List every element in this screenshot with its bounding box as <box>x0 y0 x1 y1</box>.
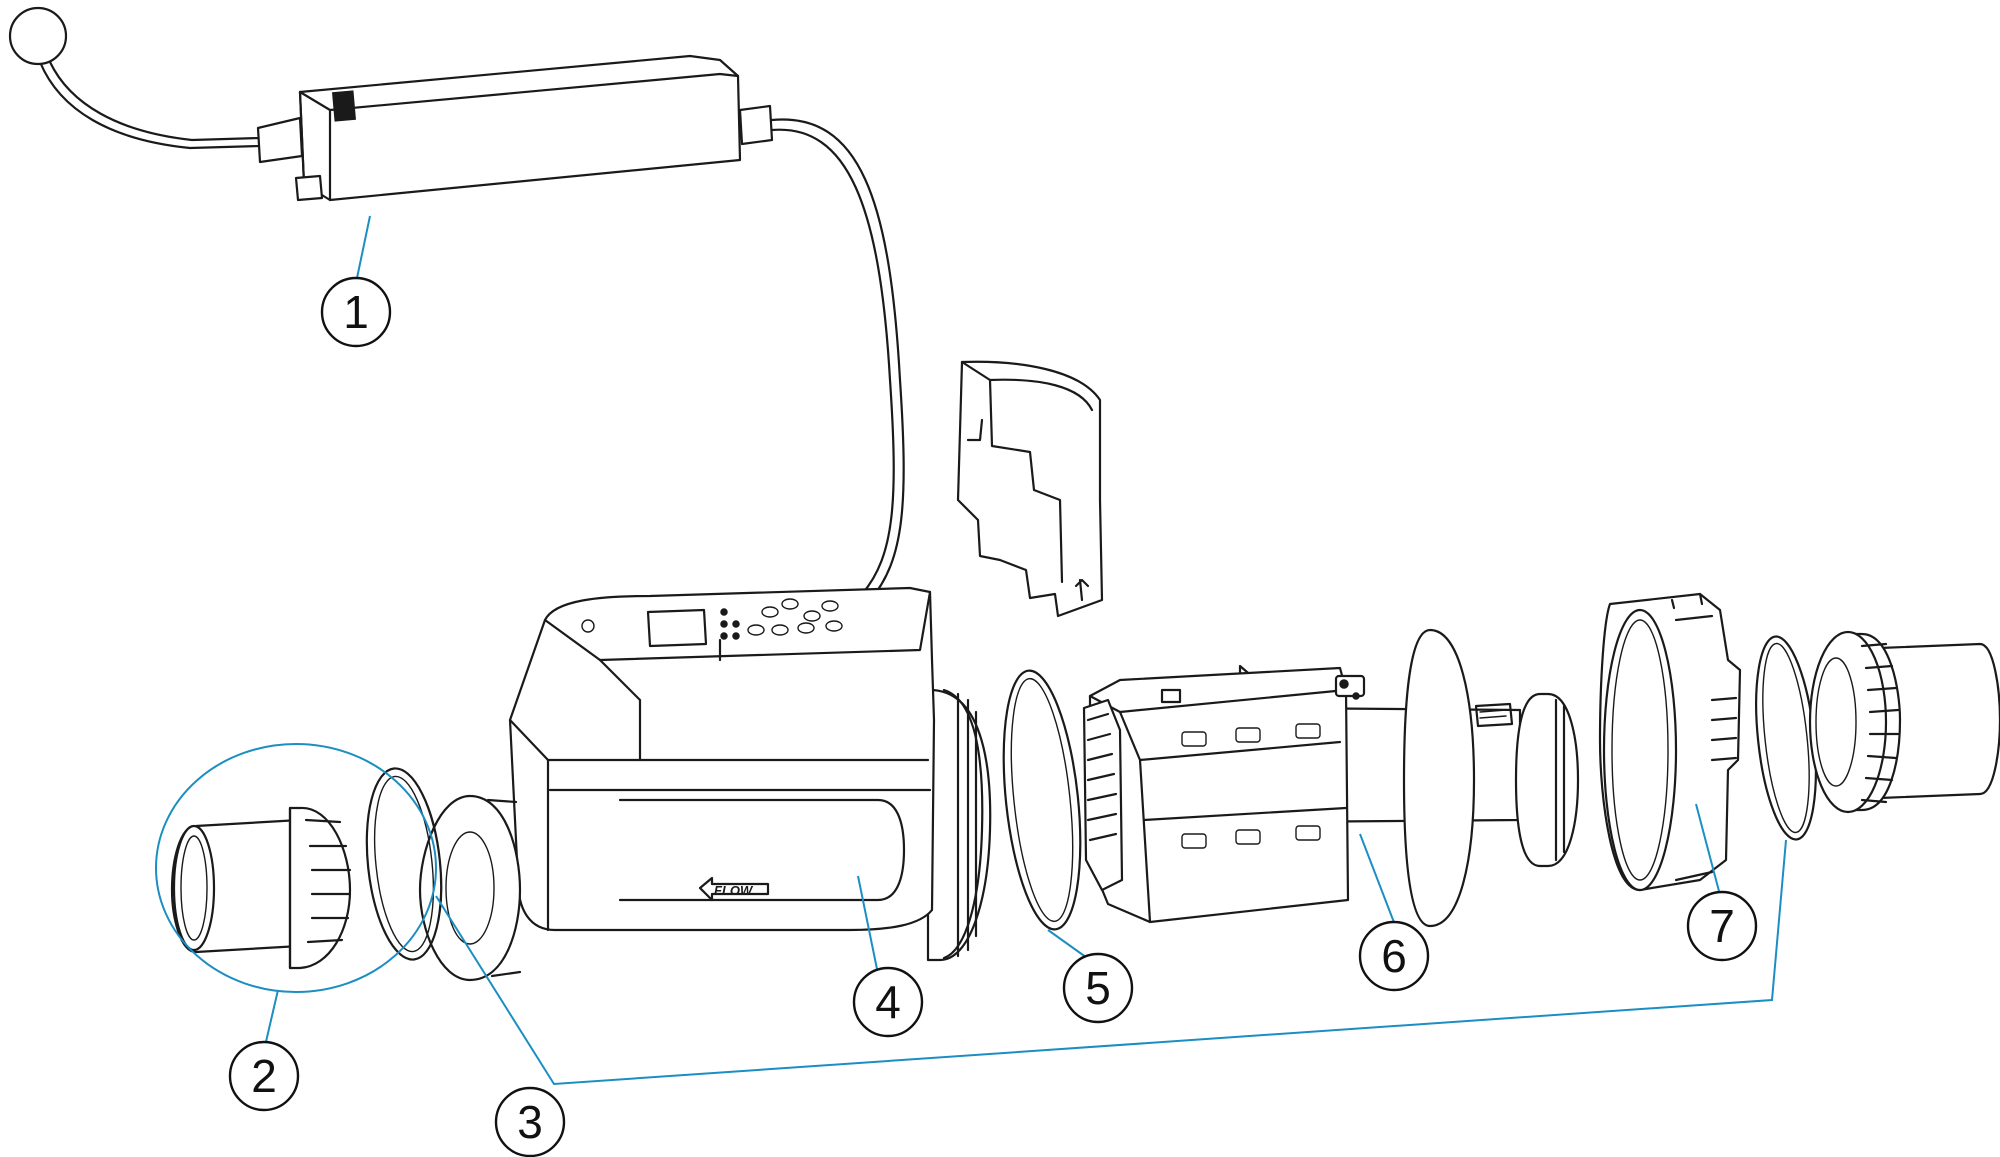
callout-3: 3 <box>494 1086 566 1157</box>
power-supply-part <box>8 6 905 602</box>
callout-4: 4 <box>852 966 924 1038</box>
union-fitting-left <box>170 806 352 970</box>
callout-number: 3 <box>517 1096 543 1148</box>
callout-circle <box>1358 920 1430 992</box>
callout-circle <box>852 966 924 1038</box>
union-nut-part-7 <box>1598 592 1742 892</box>
group-outline-part-2 <box>155 743 437 993</box>
leader-2 <box>264 989 279 1047</box>
leader-4 <box>857 875 879 975</box>
callout-7: 7 <box>1686 890 1758 962</box>
callout-5: 5 <box>1062 952 1134 1024</box>
leader-3 <box>435 839 1787 1086</box>
callout-number: 1 <box>343 286 369 338</box>
callout-number: 5 <box>1085 962 1111 1014</box>
leader-5 <box>1047 929 1091 961</box>
callout-number: 6 <box>1381 930 1407 982</box>
callout-number: 4 <box>875 976 901 1028</box>
callout-number: 7 <box>1709 900 1735 952</box>
leader-lines <box>155 215 1787 1086</box>
callout-circle <box>1686 890 1758 962</box>
electrode-cartridge-part <box>1082 628 1580 928</box>
o-ring-part-5 <box>1002 669 1082 931</box>
control-buttons <box>581 598 843 640</box>
callout-circle <box>1062 952 1134 1024</box>
leader-7 <box>1695 803 1721 896</box>
leader-6 <box>1359 833 1396 926</box>
flow-direction-label: FLOW <box>714 883 754 898</box>
cell-body-part: FLOW <box>418 586 992 982</box>
o-ring-part-3-left <box>365 767 443 961</box>
callout-circle <box>320 276 392 348</box>
leader-1 <box>356 215 371 279</box>
union-fitting-right <box>1808 630 2000 814</box>
cell-cover-part <box>956 360 1104 618</box>
callout-circle <box>228 1040 300 1112</box>
callout-2: 2 <box>228 1040 300 1112</box>
callout-6: 6 <box>1358 920 1430 992</box>
callout-circle <box>494 1086 566 1157</box>
callout-1: 1 <box>320 276 392 348</box>
callout-number: 2 <box>251 1050 277 1102</box>
